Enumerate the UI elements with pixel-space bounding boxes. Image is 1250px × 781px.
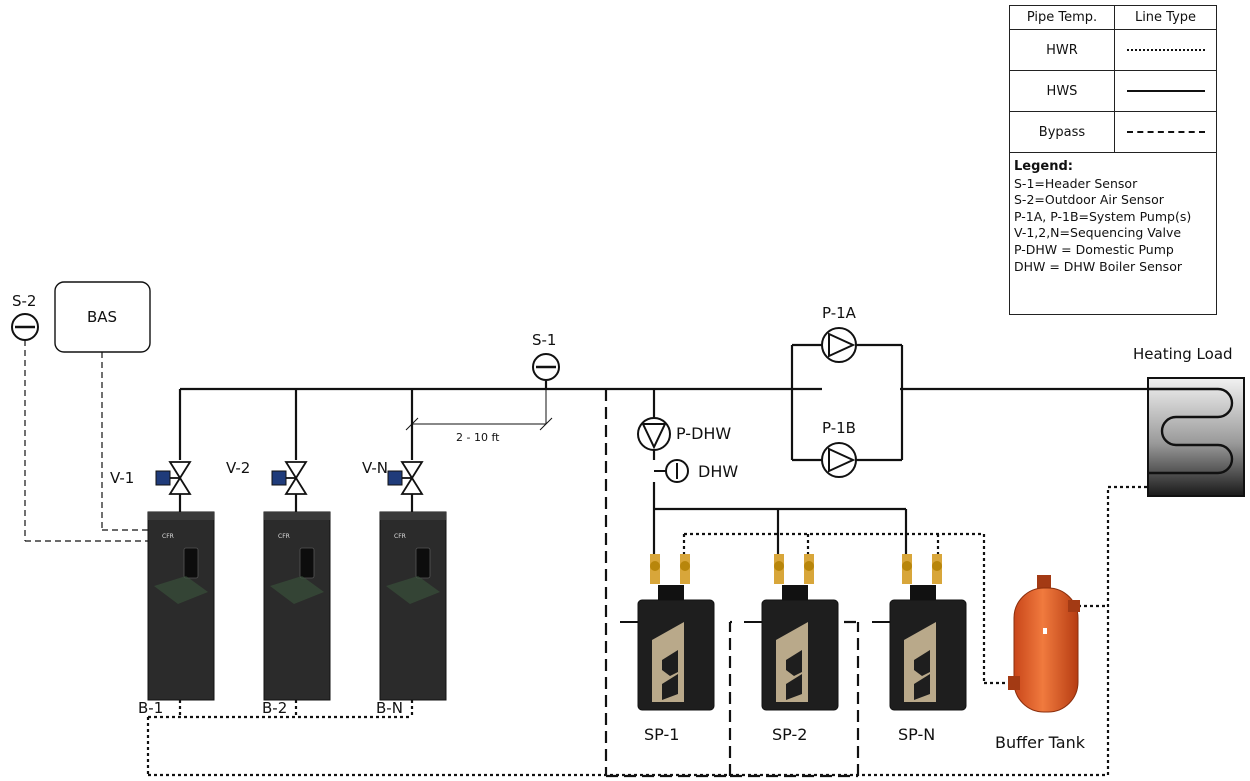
pump-p1a: P-1A <box>821 304 857 363</box>
legend-header-line-type: Line Type <box>1134 10 1197 25</box>
boiler-b1-brand: CFR <box>162 533 174 540</box>
distance-dimension <box>405 389 553 431</box>
legend-header-pipe-temp: Pipe Temp. <box>1010 6 1115 29</box>
storage-spn-label: SP-N <box>898 725 935 744</box>
valve-v2-label: V-2 <box>226 459 250 477</box>
legend-header-row: Pipe Temp. Line Type <box>1010 6 1216 30</box>
legend-notes: Legend: S-1=Header Sensor S-2=Outdoor Ai… <box>1010 153 1216 275</box>
boiler-bn: CFR V-N B-N <box>362 459 447 717</box>
boiler-b2-brand: CFR <box>278 533 290 540</box>
bas-controller: BAS <box>54 281 151 353</box>
legend-note-pdhw: P-DHW = Domestic Pump <box>1014 241 1174 257</box>
buffer-tank-label: Buffer Tank <box>995 733 1086 752</box>
boiler-b2-label: B-2 <box>262 699 287 717</box>
storage-sp1-label: SP-1 <box>644 725 679 744</box>
dhw-label: DHW <box>698 462 738 481</box>
legend-note-s2: S-2=Outdoor Air Sensor <box>1014 192 1164 208</box>
boiler-b2: CFR V-2 B-2 <box>226 459 331 717</box>
legend-row-bypass: Bypass <box>1010 112 1216 153</box>
buffer-tank: Buffer Tank <box>995 575 1086 752</box>
legend-dashed-line-sample <box>1126 131 1205 133</box>
control-wiring <box>24 340 149 542</box>
storage-sp2: SP-2 <box>744 554 839 744</box>
valve-v2 <box>271 461 308 495</box>
boiler-bn-brand: CFR <box>394 533 406 540</box>
valve-v1 <box>155 461 192 495</box>
legend-note-dhw: DHW = DHW Boiler Sensor <box>1014 258 1182 274</box>
legend-row-hwr: HWR <box>1010 30 1216 71</box>
pump-pdhw: P-DHW <box>637 417 731 451</box>
legend-notes-title: Legend: <box>1014 159 1073 174</box>
pdhw-label: P-DHW <box>676 424 731 443</box>
boiler-bn-label: B-N <box>376 699 403 717</box>
legend-note-valves: V-1,2,N=Sequencing Valve <box>1014 225 1182 241</box>
storage-spn: SP-N <box>872 554 967 744</box>
bas-label: BAS <box>87 308 117 326</box>
valve-vn <box>387 461 424 495</box>
legend-hws-label: HWS <box>1010 71 1115 111</box>
boiler-b1: CFR V-1 B-1 <box>110 461 215 717</box>
p1b-label: P-1B <box>822 419 856 437</box>
legend-dotted-line-sample <box>1126 49 1205 51</box>
legend-table: Pipe Temp. Line Type HWR HWS Bypass Lege… <box>1009 5 1217 315</box>
dhw-sensor: DHW <box>654 459 738 483</box>
p1a-label: P-1A <box>822 304 857 322</box>
s1-header-sensor: S-1 <box>532 331 560 381</box>
legend-solid-line-sample <box>1126 90 1205 92</box>
s2-label: S-2 <box>12 292 36 310</box>
legend-row-hws: HWS <box>1010 71 1216 112</box>
s2-outdoor-sensor: S-2 <box>11 292 39 341</box>
pump-p1b: P-1B <box>821 419 857 478</box>
storage-sp2-label: SP-2 <box>772 725 807 744</box>
legend-hwr-label: HWR <box>1010 30 1115 70</box>
valve-vn-label: V-N <box>362 459 388 477</box>
distance-label: 2 - 10 ft <box>456 431 500 444</box>
legend-bypass-label: Bypass <box>1010 112 1115 152</box>
legend-note-p1: P-1A, P-1B=System Pump(s) <box>1014 208 1192 224</box>
s1-label: S-1 <box>532 331 556 349</box>
heating-load: Heating Load <box>1133 345 1245 497</box>
boiler-b1-label: B-1 <box>138 699 163 717</box>
valve-v1-label: V-1 <box>110 469 134 487</box>
storage-sp1: SP-1 <box>620 554 715 744</box>
legend-note-s1: S-1=Header Sensor <box>1014 175 1138 191</box>
heating-load-label: Heating Load <box>1133 345 1233 363</box>
hws-supply-piping <box>178 343 1148 555</box>
